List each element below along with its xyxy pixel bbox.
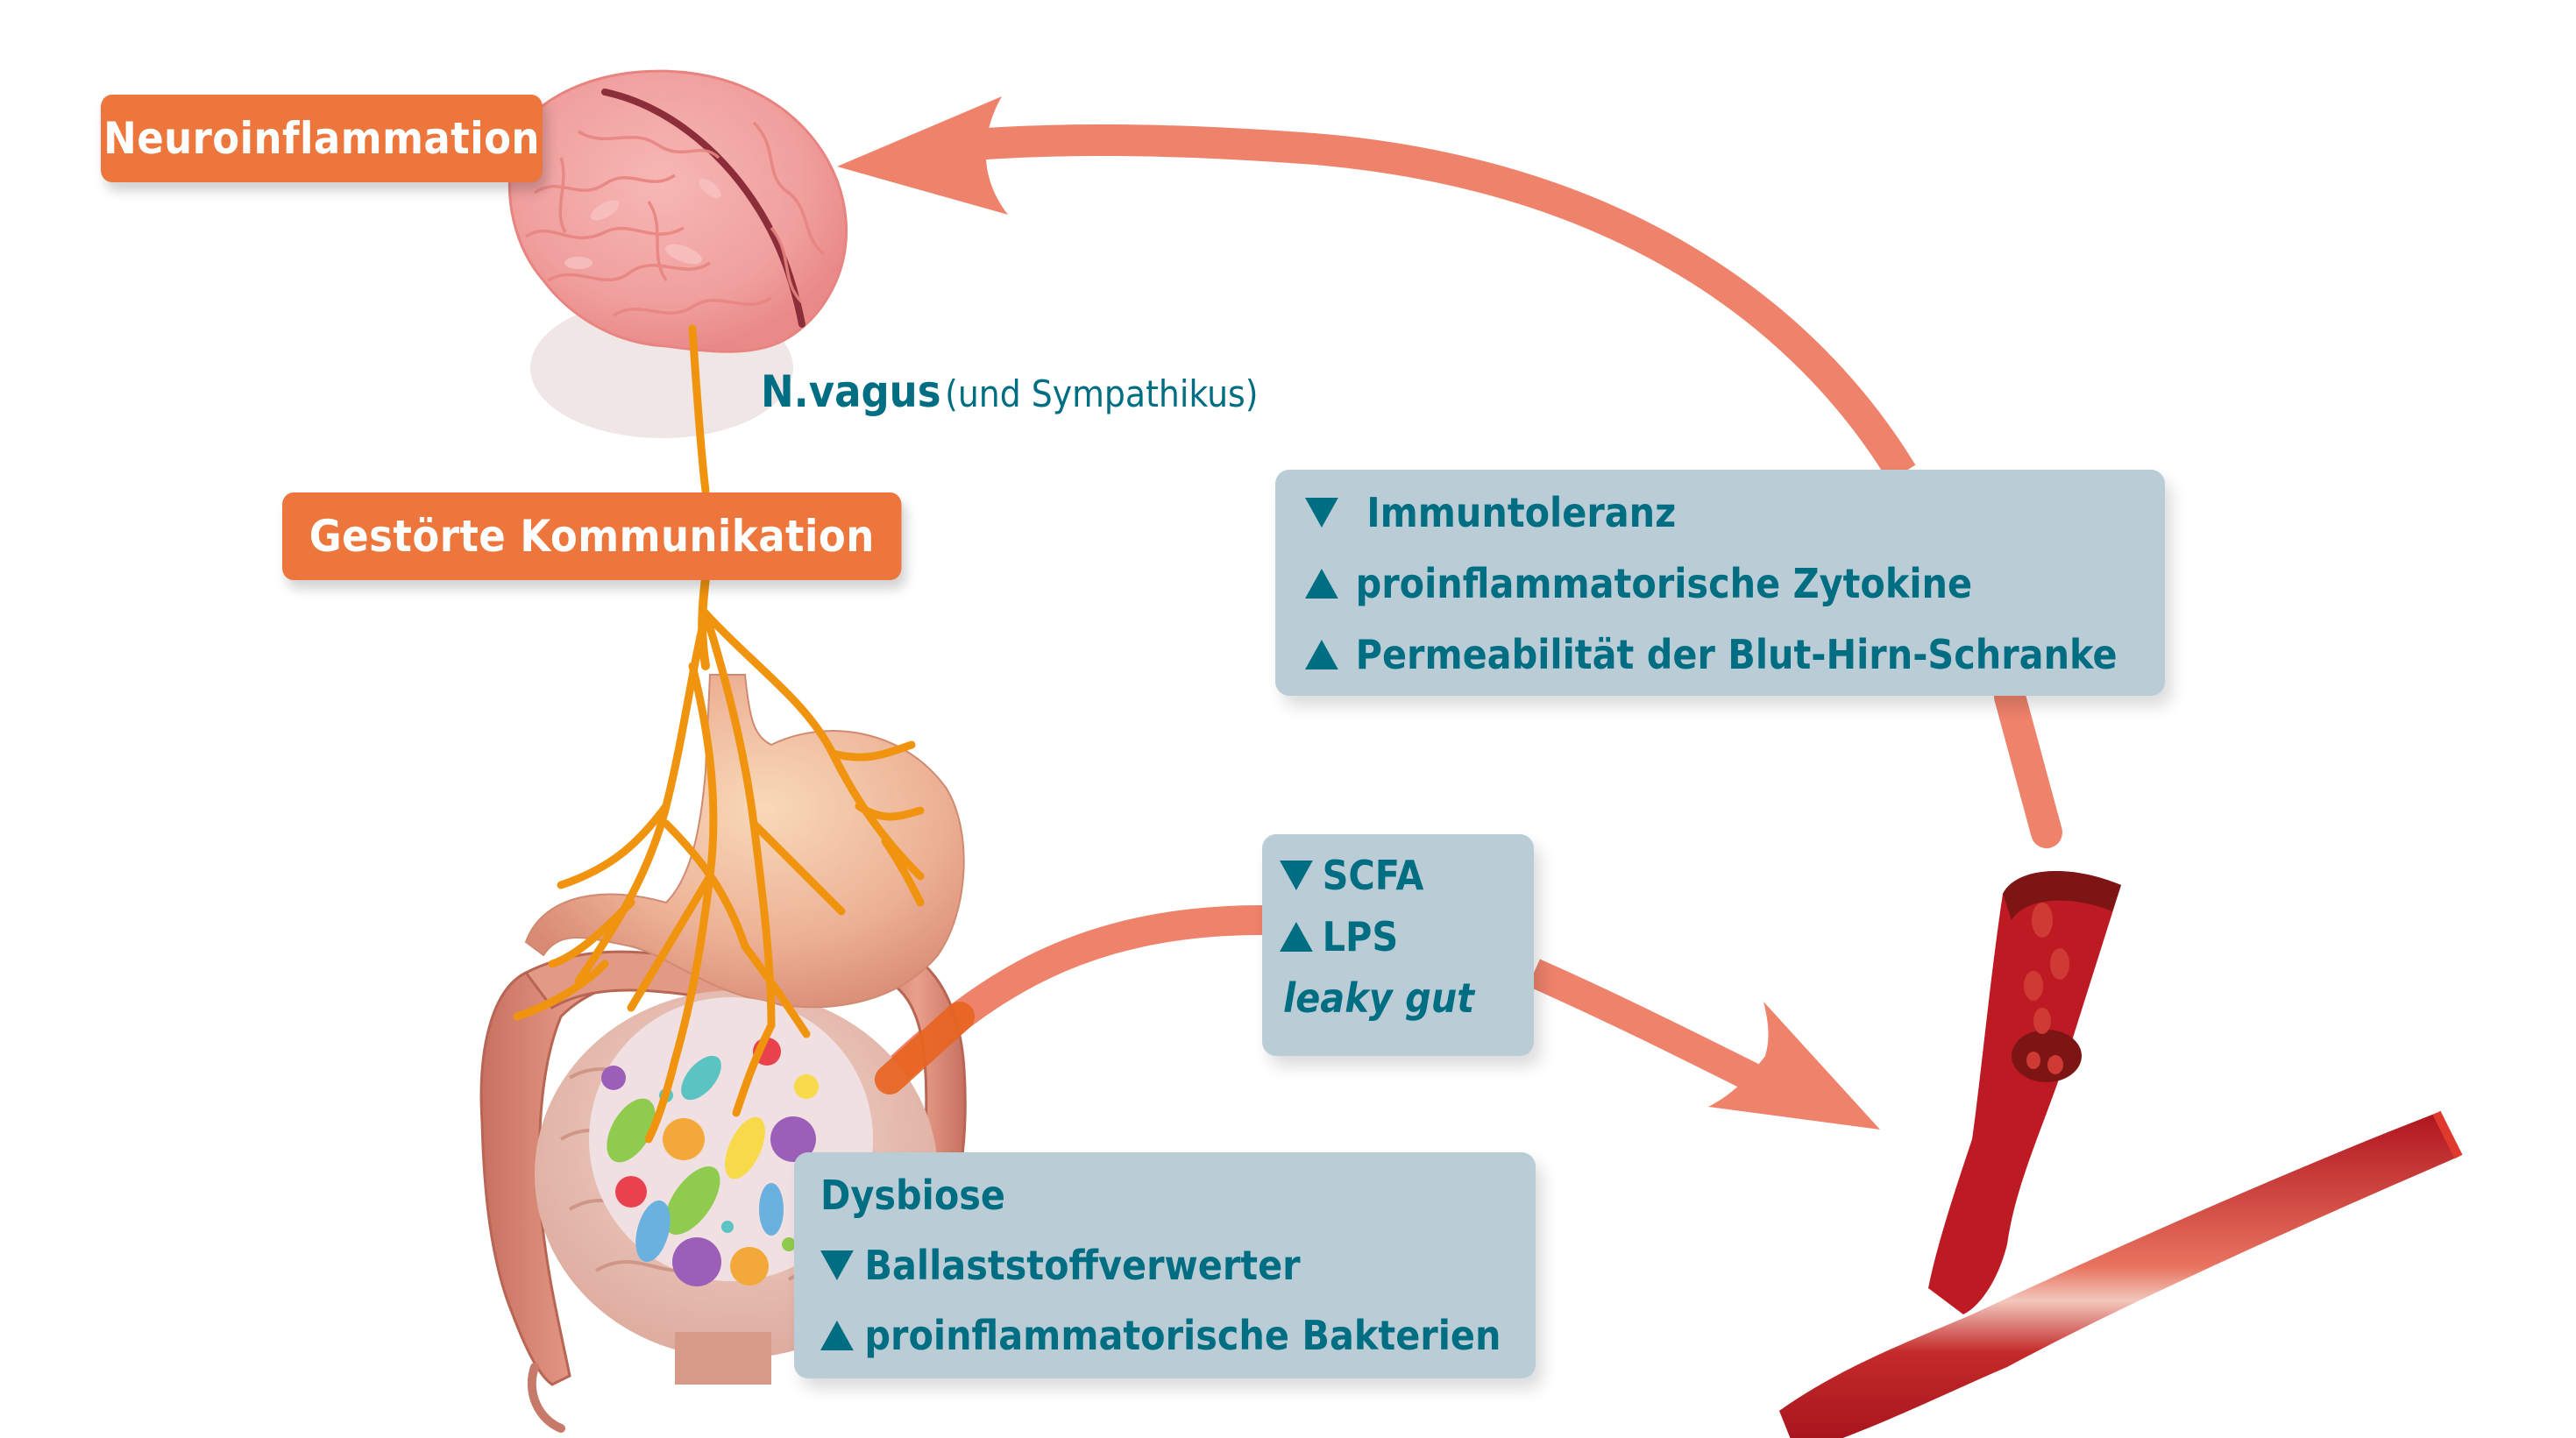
up-triangle-icon <box>820 1321 854 1350</box>
brain-effects-box: Immuntoleranz proinflammatorische Zytoki… <box>1275 470 2165 696</box>
nerve-label-bold: N.vagus <box>761 366 941 417</box>
brain-effect-item: Immuntoleranz <box>1305 489 1676 536</box>
gut-barrier-box: SCFA LPS leaky gut <box>1262 834 1534 1056</box>
gut-barrier-item: LPS <box>1280 913 1398 960</box>
up-triangle-icon <box>1305 640 1338 669</box>
vagus-nerve <box>513 324 925 1144</box>
dysbiosis-text: Ballaststoffverwerter <box>864 1242 1301 1289</box>
nerve-label: N.vagus (und Sympathikus) <box>761 366 1259 417</box>
brain-effect-text: Permeabilität der Blut-Hirn-Schranke <box>1355 631 2118 678</box>
up-triangle-icon <box>1305 569 1338 599</box>
brain-effect-text: proinflammatorische Zytokine <box>1355 560 1973 607</box>
arrowhead-to-vessel <box>1708 1002 1880 1130</box>
up-triangle-icon <box>1280 922 1313 952</box>
gut-barrier-item: leaky gut <box>1283 974 1474 1022</box>
gut-barrier-item: SCFA <box>1280 852 1423 899</box>
dysbiosis-title-text: Dysbiose <box>820 1172 1005 1219</box>
arrow-to-brain <box>837 96 2062 848</box>
gut-barrier-text: leaky gut <box>1283 974 1475 1022</box>
nerve-label-regular: (und Sympathikus) <box>945 372 1259 415</box>
disturbed-communication-text: Gestörte Kommunikation <box>309 511 875 562</box>
brain-effect-item: Permeabilität der Blut-Hirn-Schranke <box>1305 631 2118 678</box>
brain-effect-text: Immuntoleranz <box>1366 489 1677 536</box>
arrowhead-to-brain <box>837 96 1008 215</box>
neuroinflammation-text: Neuroinflammation <box>103 113 540 164</box>
down-triangle-icon <box>1280 861 1313 890</box>
gut-arrow-origin <box>875 1002 975 1094</box>
brain-effect-item: proinflammatorische Zytokine <box>1305 560 1972 607</box>
dysbiosis-box: Dysbiose Ballaststoffverwerter proinflam… <box>794 1152 1536 1378</box>
disturbed-communication-label: Gestörte Kommunikation <box>282 492 902 580</box>
dysbiosis-title: Dysbiose <box>820 1172 1005 1219</box>
dysbiosis-item: proinflammatorische Bakterien <box>820 1312 1501 1359</box>
down-triangle-icon <box>820 1250 854 1280</box>
brain-illustration <box>507 69 848 438</box>
dysbiosis-text: proinflammatorische Bakterien <box>864 1312 1501 1359</box>
blood-vessel-illustration <box>1779 870 2463 1438</box>
neuroinflammation-label: Neuroinflammation <box>101 95 543 182</box>
gut-barrier-text: SCFA <box>1322 852 1424 899</box>
down-triangle-icon <box>1305 498 1338 528</box>
gut-barrier-text: LPS <box>1322 913 1399 960</box>
dysbiosis-item: Ballaststoffverwerter <box>820 1242 1301 1289</box>
